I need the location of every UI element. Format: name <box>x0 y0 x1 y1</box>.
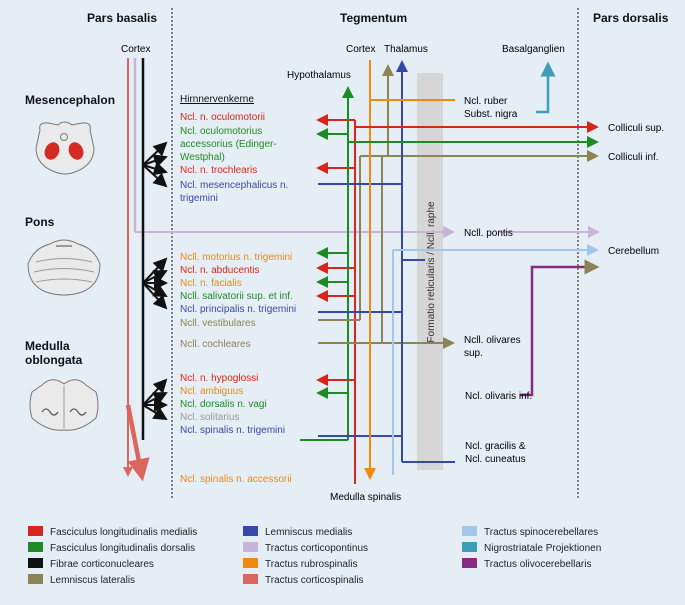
nucleus-label: accessorius (Edinger- <box>180 139 277 150</box>
label-colliculi-inf: Colliculi inf. <box>608 152 659 163</box>
level-pons: Pons <box>25 215 55 229</box>
level-mesencephalon: Mesencephalon <box>25 93 115 107</box>
legend-swatch <box>462 558 477 568</box>
nucleus-label: Ncl. n. trochlearis <box>180 165 257 176</box>
legend-swatch <box>243 542 258 552</box>
nucleus-label: Ncl. mesencephalicus n. <box>180 180 288 191</box>
hypothalamus-label: Hypothalamus <box>287 70 351 81</box>
legend-swatch <box>243 574 258 584</box>
corticonuclear-arrows-medulla <box>142 378 168 421</box>
label-ncl-cuneatus: Ncl. cuneatus <box>465 454 526 465</box>
label-ncl-gracilis: Ncl. gracilis & <box>465 441 526 452</box>
legend-swatch <box>462 542 477 552</box>
formatio-reticularis-bar <box>417 73 443 470</box>
label-olivares-sup: sup. <box>464 348 483 359</box>
legend-label: Lemniscus lateralis <box>50 575 135 586</box>
label-ncll-pontis: Ncll. pontis <box>464 228 513 239</box>
label-cerebellum: Cerebellum <box>608 246 659 257</box>
pons-section-image <box>27 239 101 296</box>
tract-lemniscus-medialis <box>318 60 455 463</box>
level-medulla: Medulla <box>25 339 70 353</box>
tract-spinocerebellares <box>392 244 599 475</box>
legend-swatch <box>28 574 43 584</box>
medulla-section-image <box>29 379 99 431</box>
nucleus-label: Ncl. ambiguus <box>180 386 243 397</box>
nucleus-label: Ncl. solitarius <box>180 412 239 423</box>
nucleus-label: Westphal) <box>180 152 225 163</box>
nucleus-label: Ncl. n. abducentis <box>180 265 260 276</box>
legend-label: Tractus corticopontinus <box>265 543 368 554</box>
legend-label: Tractus rubrospinalis <box>265 559 357 570</box>
nucleus-label: Ncl. spinalis n. trigemini <box>180 425 285 436</box>
cortex-mid-label: Cortex <box>346 44 375 55</box>
legend-swatch <box>462 526 477 536</box>
nucleus-label: Ncll. vestibulares <box>180 318 256 329</box>
level-oblongata: oblongata <box>25 353 83 367</box>
label-colliculi-sup: Colliculi sup. <box>608 123 664 134</box>
thalamus-label: Thalamus <box>384 44 428 55</box>
corticonuclear-arrows-mes <box>142 141 168 188</box>
nuclei-heading: Hirnnervenkerne <box>180 94 254 105</box>
cortex-left-label: Cortex <box>121 44 150 55</box>
tract-corticospinalis-thick <box>125 404 150 482</box>
label-ncl-ruber: Ncl. ruber <box>464 96 508 107</box>
tract-lemniscus-lateralis <box>318 64 599 349</box>
legend-label: Nigrostriatale Projektionen <box>484 543 601 554</box>
legend-label: Fibrae corticonucleares <box>50 559 154 570</box>
tract-nigrostriatal <box>536 61 556 114</box>
label-subst-nigra: Subst. nigra <box>464 109 518 120</box>
tract-olivocerebellaris <box>520 259 600 397</box>
header-pars-basalis: Pars basalis <box>87 11 157 25</box>
nucleus-label: Ncl. spinalis n. accessorii <box>180 474 292 485</box>
nucleus-label: Ncl. principalis n. trigemini <box>180 304 296 315</box>
tract-rubrospinalis <box>364 60 455 480</box>
nucleus-label: Ncll. motorius n. trigemini <box>180 252 292 263</box>
tract-flm <box>316 114 356 484</box>
formatio-label: Formatio reticularis / Ncll. raphe <box>426 201 437 343</box>
nucleus-label: Ncl. n. facialis <box>180 278 242 289</box>
legend-swatch <box>243 526 258 536</box>
legend: Fasciculus longitudinalis medialisFascic… <box>28 526 601 586</box>
legend-label: Fasciculus longitudinalis medialis <box>50 527 197 538</box>
header-pars-dorsalis: Pars dorsalis <box>593 11 669 25</box>
mesencephalon-section-image <box>35 121 95 175</box>
legend-label: Lemniscus medialis <box>265 527 352 538</box>
legend-label: Tractus corticospinalis <box>265 575 364 586</box>
tract-fld <box>300 86 354 441</box>
corticonuclear-arrows-pons <box>142 257 168 310</box>
header-tegmentum: Tegmentum <box>340 11 407 25</box>
label-medulla-spinalis: Medulla spinalis <box>330 492 401 503</box>
label-ncll-olivares: Ncll. olivares <box>464 335 521 346</box>
nucleus-label: Ncl. oculomotorius <box>180 126 262 137</box>
nucleus-label: Ncl. n. oculomotorii <box>180 112 265 123</box>
legend-label: Tractus olivocerebellaris <box>484 559 591 570</box>
legend-label: Tractus spinocerebellares <box>484 527 598 538</box>
basalganglien-label: Basalganglien <box>502 44 565 55</box>
nucleus-label: Ncll. cochleares <box>180 339 251 350</box>
legend-swatch <box>28 542 43 552</box>
nucleus-label: Ncll. salivatorii sup. et inf. <box>180 291 293 302</box>
nucleus-label: trigemini <box>180 193 218 204</box>
legend-swatch <box>28 558 43 568</box>
legend-swatch <box>28 526 43 536</box>
nucleus-label: Ncl. dorsalis n. vagi <box>180 399 267 410</box>
legend-swatch <box>243 558 258 568</box>
legend-label: Fasciculus longitudinalis dorsalis <box>50 543 195 554</box>
nucleus-label: Ncl. n. hypoglossi <box>180 373 258 384</box>
label-ncl-olivaris-inf: Ncl. olivaris inf. <box>465 391 532 402</box>
